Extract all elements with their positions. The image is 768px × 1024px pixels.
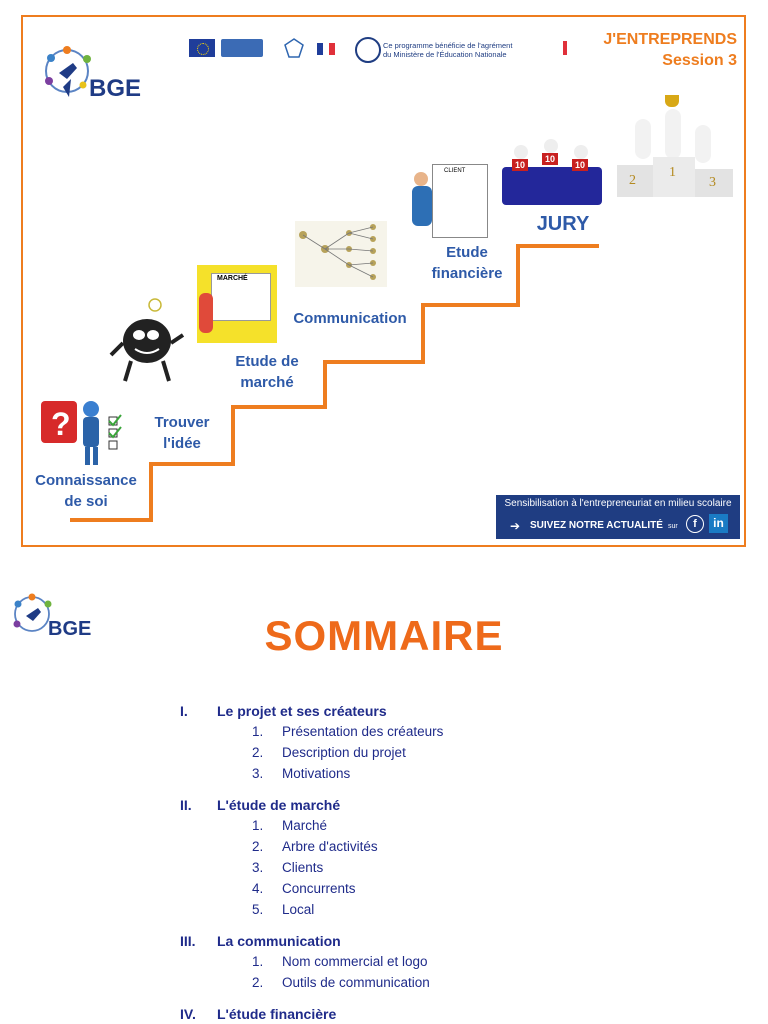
social-follow-banner[interactable]: Sensibilisation à l'entrepreneuriat en m…: [496, 495, 740, 539]
eu-flag-icon: [189, 39, 215, 57]
staircase-line: [70, 244, 599, 522]
jury-table-icon: 10 10 10: [500, 129, 604, 207]
question-mark-person-icon: ?: [41, 401, 122, 465]
step-communication: Communication: [293, 310, 407, 327]
idea-character-icon: [109, 298, 185, 382]
podium-trophy-icon: 2 1 3: [615, 95, 739, 201]
follow-label: SUIVEZ NOTRE ACTUALITÉ: [530, 520, 663, 531]
podium-place-3: 3: [709, 175, 716, 190]
cover-slide: BGE Ce programme bénéficie de l'agrément…: [21, 15, 746, 547]
market-board-icon: MARCHÉ: [197, 265, 277, 343]
bge-logo: BGE: [37, 35, 155, 107]
toc-section-1: I.Le projet et ses créateurs: [180, 703, 387, 719]
jury-score-1: 10: [512, 159, 529, 171]
ulisse-logo-icon: [541, 41, 567, 55]
doc-bge-logo-icon: [13, 593, 52, 632]
toc-item: 1.Marché: [252, 818, 328, 833]
bge-logo-icon: [45, 46, 91, 97]
toc-item: 3.Motivations: [252, 766, 351, 781]
toc-item: 4.Concurrents: [252, 881, 356, 896]
program-text-2: du Ministère de l'Éducation Nationale: [383, 50, 507, 59]
toc-item: 1.Présentation des créateurs: [252, 724, 444, 739]
toc-item: 2.Arbre d'activités: [252, 839, 378, 854]
linkedin-icon[interactable]: in: [709, 514, 728, 533]
partner-logos: Ce programme bénéficie de l'agrément du …: [173, 37, 567, 81]
banner-subtitle: Sensibilisation à l'entrepreneuriat en m…: [504, 498, 732, 509]
region-logo-icon: [283, 37, 305, 63]
step-trouver-idee: Trouver l'idée: [154, 414, 210, 452]
europe-logo-icon: [221, 39, 263, 57]
step-etude-financiere: Etude financière: [431, 244, 503, 282]
ministere-logo-icon: [355, 37, 381, 63]
finance-accountant-icon: CLIENT: [408, 162, 488, 240]
podium-place-1: 1: [669, 165, 676, 180]
french-flag-icon: [317, 43, 335, 55]
communication-tree-icon: [295, 221, 387, 287]
client-sign-text: CLIENT: [444, 168, 466, 174]
svg-text:?: ?: [51, 406, 71, 442]
doc-bge-logo: BGE: [8, 586, 120, 646]
toc-item: 5.Local: [252, 902, 315, 917]
step-etude-de-marche: Etude de marché: [235, 353, 299, 391]
toc-item: 2.Outils de communication: [252, 975, 430, 990]
toc-section-2: II.L'étude de marché: [180, 797, 341, 813]
session-title: J'ENTREPRENDS: [603, 31, 737, 48]
jury-score-2: 10: [542, 153, 559, 165]
sur-label: sur: [668, 523, 678, 530]
toc-item: 2.Description du projet: [252, 745, 406, 760]
podium-place-2: 2: [629, 173, 636, 188]
step-connaissance-de-soi: Connaissance de soi: [35, 472, 137, 510]
session-number: Session 3: [662, 52, 737, 69]
market-sign-text: MARCHÉ: [217, 275, 248, 282]
toc-item: 1.Nom commercial et logo: [252, 954, 428, 969]
document-title: SOMMAIRE: [264, 612, 504, 659]
arrow-icon: ➔: [510, 519, 521, 533]
brand-name: BGE: [89, 75, 142, 102]
doc-brand-name: BGE: [48, 618, 92, 640]
toc-section-3: III.La communication: [180, 933, 341, 949]
toc-item: 3.Clients: [252, 860, 324, 875]
jury-score-3: 10: [572, 159, 589, 171]
facebook-icon[interactable]: f: [686, 515, 704, 533]
toc-section-4: IV.L'étude financière: [180, 1006, 337, 1022]
program-text-1: Ce programme bénéficie de l'agrément: [383, 41, 513, 50]
step-jury: JURY: [536, 213, 590, 235]
